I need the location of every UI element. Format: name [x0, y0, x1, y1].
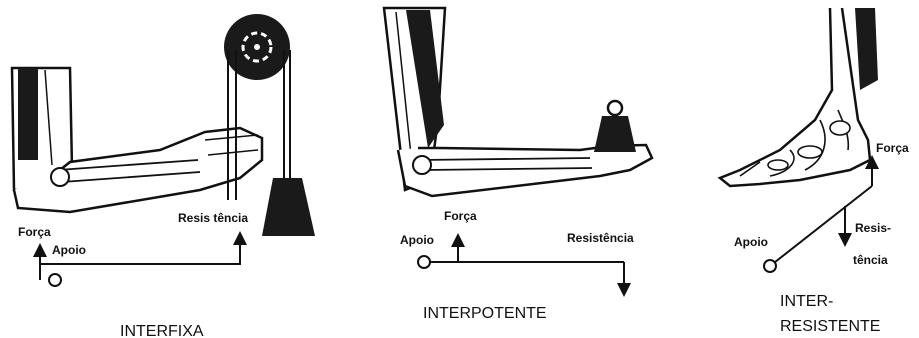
leg-foot: [720, 8, 878, 186]
resistance-label-1: Resis tência: [178, 211, 248, 225]
resistance-label-2: Resistência: [567, 231, 634, 245]
fulcrum-label-1: Apoio: [52, 243, 86, 257]
caption-interfixa: INTERFIXA: [120, 323, 204, 338]
biceps-muscle: [18, 68, 38, 160]
hand-weight: [594, 101, 636, 152]
fulcrum-point: [764, 260, 776, 272]
forearm: [398, 145, 652, 196]
fulcrum-point: [418, 256, 430, 268]
panel-interfixa: Força Apoio Resis tência INTERFIXA: [12, 14, 315, 338]
panel-inter-resistente: Força Apoio Resis- tência INTER- RESISTE…: [720, 8, 909, 335]
caption-interpotente: INTERPOTENTE: [423, 305, 547, 322]
panel-interpotente: Força Apoio Resistência INTERPOTENTE: [384, 8, 652, 322]
caption-inter-resistente-line1: INTER-: [780, 293, 833, 310]
fulcrum-label-3: Apoio: [734, 235, 768, 249]
force-label-3: Força: [876, 141, 909, 155]
fulcrum-label-2: Apoio: [400, 233, 434, 247]
lever-diagram-interpotente: [418, 240, 624, 290]
weight-block: [262, 178, 315, 236]
calf-muscle: [855, 8, 878, 90]
resistance-label-3-line1: Resis-: [855, 221, 891, 235]
resistance-label-3-line2: tência: [853, 253, 888, 267]
force-label-2: Força: [444, 209, 477, 223]
fulcrum-point: [49, 274, 61, 286]
caption-inter-resistente-line2: RESISTENTE: [780, 318, 880, 335]
force-label-1: Força: [18, 225, 51, 239]
